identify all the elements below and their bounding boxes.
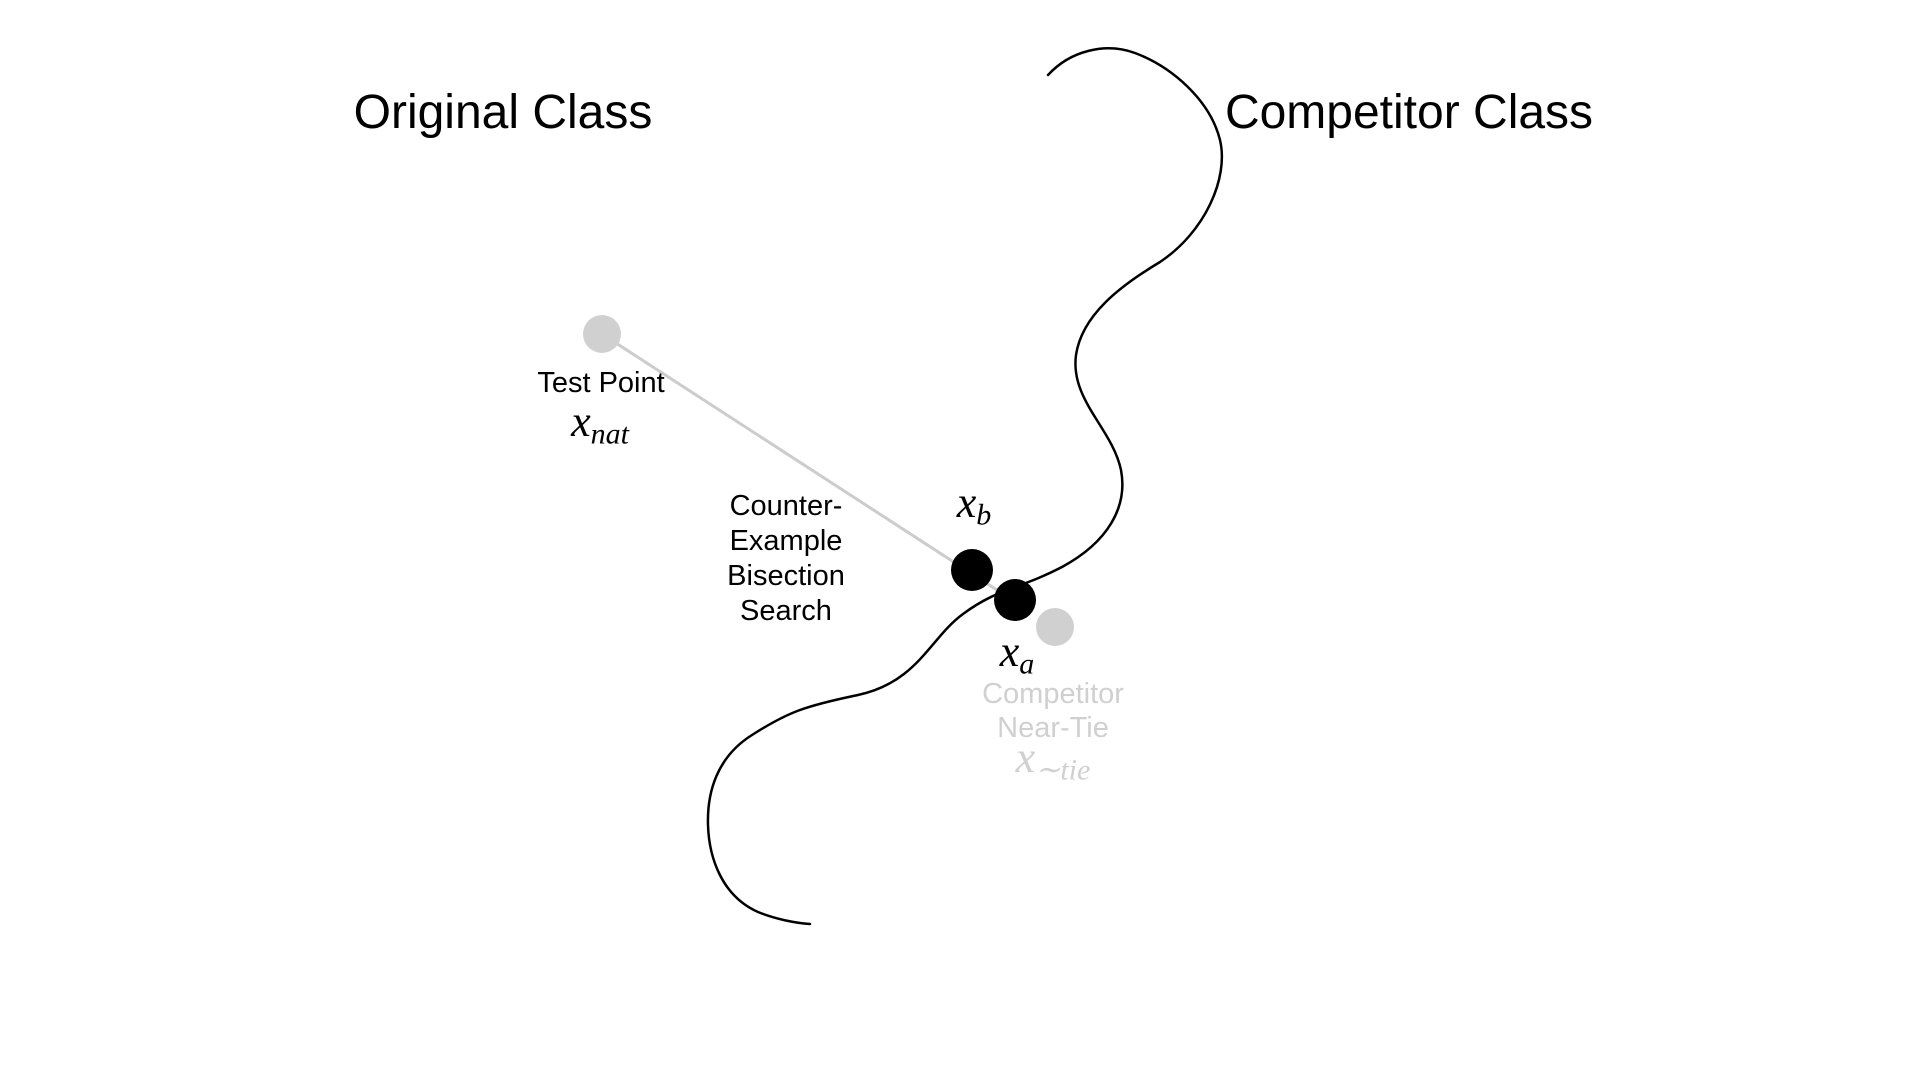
x-a-symbol: xa	[999, 627, 1035, 680]
x-b-subscript: b	[976, 498, 992, 532]
bisection-search-label-line1: Counter-	[729, 490, 843, 522]
x-a-base: x	[999, 627, 1020, 676]
competitor-class-title: Competitor Class	[1224, 86, 1594, 139]
near-tie-label-line2: Near-Tie	[997, 712, 1109, 744]
decision-boundary-curve	[706, 47, 1224, 926]
x-nat-subscript: nat	[590, 417, 629, 451]
bisection-search-label-line3: Bisection	[727, 560, 845, 592]
x-tie-base: x	[1015, 733, 1036, 782]
original-class-title: Original Class	[353, 86, 653, 139]
x-b-symbol: xb	[956, 478, 992, 531]
bisection-search-line	[601, 332, 1001, 594]
bisection-search-label-line2: Example	[729, 525, 843, 557]
near-tie-label-line1: Competitor	[982, 678, 1124, 710]
bisection-search-label: Counter- Example Bisection Search	[727, 489, 845, 629]
near-tie-label: Competitor Near-Tie	[982, 677, 1124, 745]
test-point-dot	[583, 315, 621, 353]
test-point-label: Test Point	[537, 367, 665, 399]
x-nat-symbol: xnat	[571, 397, 629, 450]
x-b-base: x	[956, 478, 977, 527]
near-tie-dot	[1036, 608, 1074, 646]
x-nat-base: x	[571, 397, 591, 446]
x-tie-symbol: x∼tie	[1015, 733, 1091, 786]
x-tie-subscript: ∼tie	[1035, 753, 1091, 787]
bisection-search-label-line4: Search	[740, 595, 832, 627]
xa-dot	[994, 579, 1036, 621]
xb-dot	[951, 549, 993, 591]
x-a-subscript: a	[1019, 647, 1035, 681]
